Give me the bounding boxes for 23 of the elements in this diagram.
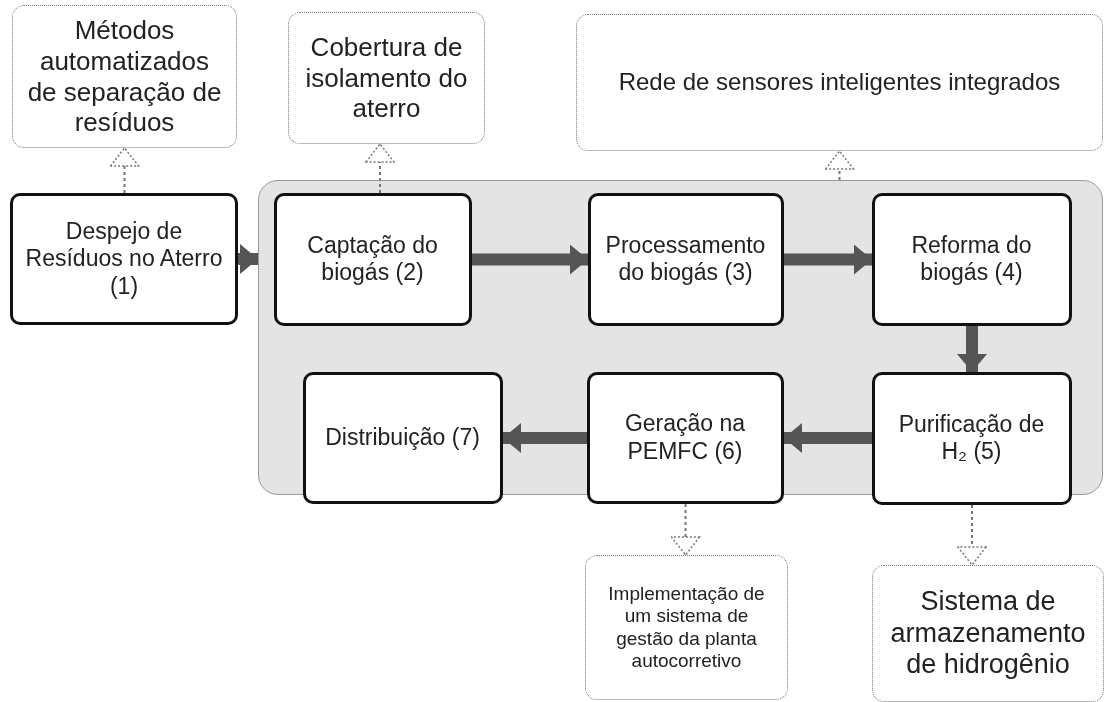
process-box: Reforma do biogás (4) bbox=[871, 192, 1072, 326]
arrow bbox=[670, 503, 701, 556]
note-box: Sistema de armazenamento de hidrogênio bbox=[872, 565, 1104, 702]
arrow bbox=[109, 147, 140, 194]
process-box: Despejo de Resíduos no Aterro (1) bbox=[10, 193, 238, 325]
arrow bbox=[503, 423, 587, 453]
arrow bbox=[957, 326, 987, 372]
arrow bbox=[238, 244, 258, 274]
arrow bbox=[784, 423, 872, 453]
note-box: Cobertura de isolamento do aterro bbox=[288, 12, 485, 144]
process-box: Captação do biogás (2) bbox=[273, 192, 472, 326]
arrow bbox=[784, 244, 872, 275]
arrow bbox=[957, 504, 987, 566]
arrow bbox=[472, 244, 588, 275]
process-box: Processamento do biogás (3) bbox=[587, 192, 784, 326]
arrow bbox=[824, 150, 855, 181]
note-box: Rede de sensores inteligentes integrados bbox=[576, 14, 1103, 151]
arrow bbox=[365, 143, 395, 194]
process-box: Geração na PEMFC (6) bbox=[586, 371, 784, 504]
process-box: Purificação de H₂ (5) bbox=[871, 371, 1072, 505]
note-box: Implementação de um sistema de gestão da planta autocorretivo bbox=[585, 555, 788, 700]
note-box: Métodos automatizados de separação de resíduos bbox=[12, 5, 237, 148]
process-box: Distribuição (7) bbox=[302, 371, 503, 504]
